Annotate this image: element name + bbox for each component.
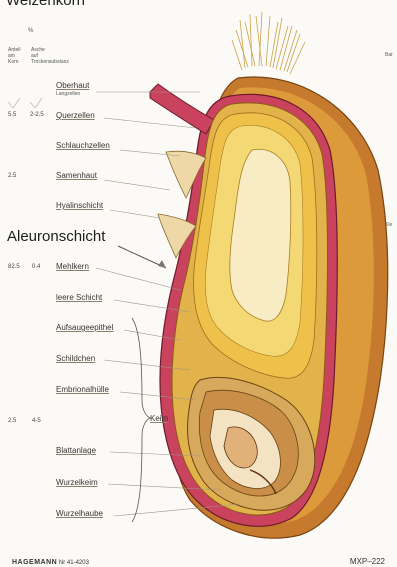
product-code: MXP–222: [350, 557, 385, 566]
label-bart: Bar: [385, 52, 393, 58]
value-mehlkern-ash: 0.4: [32, 264, 40, 270]
label-schildchen: Schildchen: [56, 354, 95, 363]
label-wurzelhaube: Wurzelhaube: [56, 509, 103, 518]
label-blattanlage: Blattanlage: [56, 446, 96, 455]
beard-bristles: [232, 12, 305, 74]
value-mehlkern-share: 82.5: [8, 264, 20, 270]
check-glyph: [30, 98, 42, 108]
aleuron-arrow-head: [158, 260, 166, 268]
label-mehlkern: Mehlkern: [56, 262, 89, 271]
footer-publisher: HAGEMANN Nr 41-4203: [12, 559, 89, 566]
label-keim: Keim: [150, 414, 168, 423]
value-keim-share: 2.5: [8, 418, 16, 424]
check-glyph: [8, 98, 20, 108]
catalog-number: Nr 41-4203: [59, 560, 89, 566]
label-aufsaugeepithel: Aufsaugeepithel: [56, 323, 113, 332]
label-oberhaut: Oberhaut: [56, 81, 89, 90]
label-leere-schicht: leere Schicht: [56, 293, 102, 302]
label-embrionalhuelle: Embrionalhülle: [56, 385, 109, 394]
value-oberhaut-share: 5.5: [8, 112, 16, 118]
value-keim-ash: 4-5: [32, 418, 41, 424]
label-schlauchzellen: Schlauchzellen: [56, 141, 110, 150]
label-samenhaut: Samenhaut: [56, 171, 97, 180]
value-oberhaut-ash: 2-2.5: [30, 112, 44, 118]
aleuron-annotation: Aleuronschicht: [7, 228, 105, 245]
label-wurzelkeim: Wurzelkeim: [56, 478, 98, 487]
label-querzellen: Querzellen: [56, 111, 95, 120]
label-kleie: Kle: [385, 222, 392, 228]
keim-bracket: [132, 318, 150, 522]
label-hyalinschicht: Hyalinschicht: [56, 201, 103, 210]
aleuron-arrow: [118, 246, 166, 268]
label-laengszellen: Langzellen: [56, 91, 80, 97]
publisher-brand: HAGEMANN: [12, 559, 57, 566]
value-samenhaut-share: 2.5: [8, 173, 16, 179]
